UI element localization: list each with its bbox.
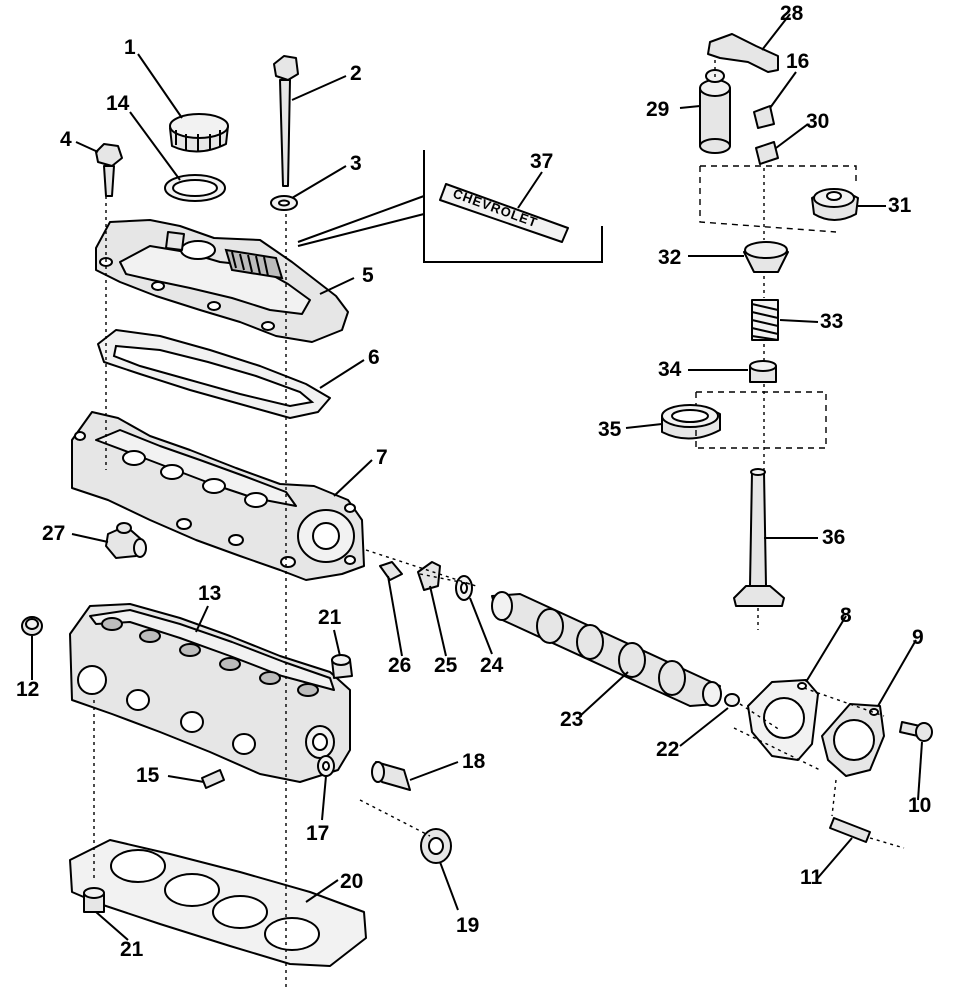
callout-16: 16 xyxy=(786,50,809,73)
callout-23: 23 xyxy=(560,708,583,731)
callout-27: 27 xyxy=(42,522,65,545)
callout-19: 19 xyxy=(456,914,479,937)
callout-37: 37 xyxy=(530,150,553,173)
callout-7: 7 xyxy=(376,446,388,469)
tube-seal-ring xyxy=(420,828,452,864)
valve-cover xyxy=(95,219,349,343)
cover-plate xyxy=(821,703,885,777)
callout-2: 2 xyxy=(350,62,362,85)
cover-plate-gasket xyxy=(747,679,819,761)
camshaft xyxy=(491,591,722,707)
callout-33: 33 xyxy=(820,310,843,333)
callout-1: 1 xyxy=(124,36,136,59)
cover-bolt xyxy=(273,55,299,187)
callout-26: 26 xyxy=(388,654,411,677)
head-dowel-lower xyxy=(83,887,105,913)
callout-15: 15 xyxy=(136,764,160,787)
head-tube xyxy=(371,761,411,791)
oil-filler-cap xyxy=(169,113,229,153)
hydraulic-lifter xyxy=(699,69,731,154)
valve-keeper xyxy=(753,105,775,129)
housing-sensor xyxy=(105,522,147,559)
callout-12: 12 xyxy=(16,678,39,701)
bolt-washer xyxy=(270,195,298,211)
chevrolet-emblem: CHEVROLET xyxy=(439,183,569,243)
callout-32: 32 xyxy=(658,246,681,269)
valve-spring xyxy=(751,299,779,341)
callout-11: 11 xyxy=(800,866,823,889)
subassembly-dashed-boxes xyxy=(695,165,857,449)
rocker-arm xyxy=(707,33,779,73)
callout-17: 17 xyxy=(306,822,329,845)
callout-labels: 1 2 3 4 5 6 7 8 9 10 11 12 13 14 15 16 1… xyxy=(16,2,931,961)
callout-30: 30 xyxy=(806,110,829,133)
camshaft-end-plug xyxy=(724,693,740,707)
callout-34: 34 xyxy=(658,358,682,381)
valve-cover-gasket xyxy=(97,329,331,419)
cover-stud-bolt xyxy=(95,143,123,197)
head-plug xyxy=(21,616,43,636)
camshaft-sprocket-bolt xyxy=(379,561,403,581)
cover-plate-stud xyxy=(829,817,871,843)
callout-20: 20 xyxy=(340,870,363,893)
callout-4: 4 xyxy=(60,128,72,151)
callout-28: 28 xyxy=(780,2,804,25)
callout-3: 3 xyxy=(350,152,362,175)
head-dowel-upper xyxy=(331,654,353,679)
callout-10: 10 xyxy=(908,794,931,817)
callout-21-lower: 21 xyxy=(120,938,144,961)
head-seal xyxy=(317,755,335,777)
callout-13: 13 xyxy=(198,582,221,605)
engine-valve xyxy=(733,468,785,607)
callout-21-upper: 21 xyxy=(318,606,342,629)
callout-5: 5 xyxy=(362,264,374,287)
callout-35: 35 xyxy=(598,418,622,441)
cover-plate-bolt xyxy=(899,721,933,742)
assembly-axis-lines xyxy=(93,60,905,990)
callout-25: 25 xyxy=(434,654,458,677)
valve-stem-seal xyxy=(749,360,777,383)
callout-24: 24 xyxy=(480,654,504,677)
callout-31: 31 xyxy=(888,194,912,217)
callout-6: 6 xyxy=(368,346,380,369)
camshaft-thrust-washer xyxy=(455,575,473,601)
callout-8: 8 xyxy=(840,604,852,627)
cylinder-head-gasket xyxy=(69,839,367,967)
callout-29: 29 xyxy=(646,98,669,121)
callout-36: 36 xyxy=(822,526,845,549)
callout-18: 18 xyxy=(462,750,486,773)
emblem-bracket xyxy=(297,150,603,263)
cylinder-head xyxy=(69,603,351,783)
valve-spring-retainer xyxy=(743,241,789,273)
lash-adjuster xyxy=(755,141,779,165)
callout-leader-lines xyxy=(31,13,923,941)
camshaft-housing xyxy=(71,411,365,581)
valve-spring-cap xyxy=(811,188,859,221)
callout-9: 9 xyxy=(912,626,924,649)
callout-22: 22 xyxy=(656,738,679,761)
valve-seat-ring xyxy=(661,404,721,440)
head-small-stud xyxy=(201,769,225,789)
callout-14: 14 xyxy=(106,92,130,115)
filler-cap-seal xyxy=(164,174,226,202)
